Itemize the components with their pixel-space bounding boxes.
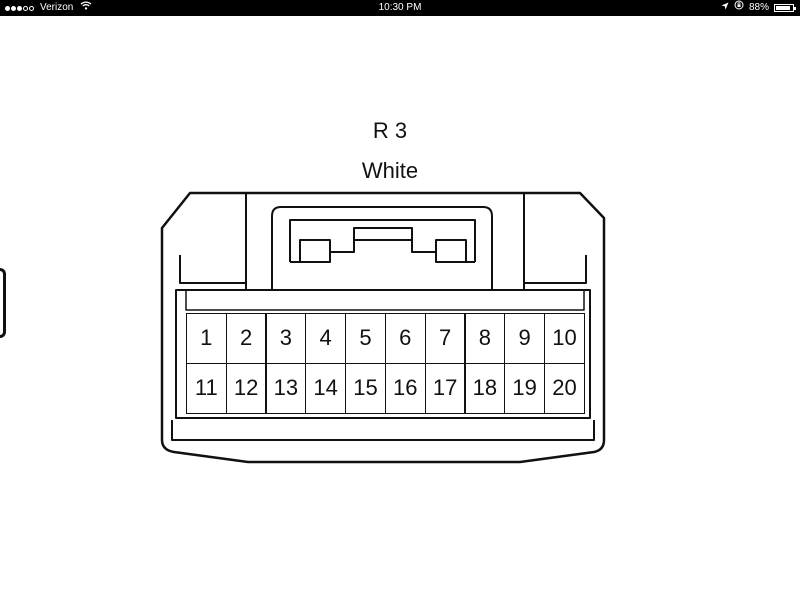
rotation-lock-icon xyxy=(734,0,744,16)
right-shoulder xyxy=(524,255,587,284)
left-shoulder xyxy=(179,255,246,284)
connector-diagram xyxy=(160,191,606,464)
latch-frame xyxy=(271,206,493,290)
pin-4: 4 xyxy=(305,313,346,364)
latch-bump-right xyxy=(435,239,467,262)
wifi-icon xyxy=(80,0,92,16)
battery-icon xyxy=(774,4,796,12)
connector-id: R 3 xyxy=(372,118,408,143)
signal-dot xyxy=(11,5,16,11)
pin-20: 20 xyxy=(544,363,585,414)
status-right: 88% xyxy=(721,0,796,16)
signal-strength-icon xyxy=(5,5,34,11)
pin-6: 6 xyxy=(384,313,426,364)
latch-center-tab xyxy=(353,227,413,240)
latch-inner xyxy=(289,219,476,262)
pin-7: 7 xyxy=(424,313,466,364)
housing-lower-lip xyxy=(171,420,595,441)
signal-dot xyxy=(29,5,34,11)
battery-level-fill xyxy=(776,6,791,10)
pin-8: 8 xyxy=(464,313,506,364)
latch-profile xyxy=(290,239,475,263)
pin-block-top xyxy=(185,290,585,311)
pin-18: 18 xyxy=(464,363,506,414)
signal-dot xyxy=(17,5,22,11)
pin-1: 1 xyxy=(186,313,227,364)
carrier-name: Verizon xyxy=(40,2,74,13)
latch-bump-left xyxy=(299,239,331,262)
pin-13: 13 xyxy=(265,363,307,414)
pin-2: 2 xyxy=(225,313,267,364)
pin-3: 3 xyxy=(265,313,307,364)
pin-14: 14 xyxy=(305,363,346,414)
pin-16: 16 xyxy=(384,363,426,414)
pin-9: 9 xyxy=(504,313,545,364)
location-arrow-icon xyxy=(721,0,729,16)
connector-housing xyxy=(160,191,606,464)
pin-12: 12 xyxy=(225,363,267,414)
connector-color: White xyxy=(361,158,419,183)
status-time: 10:30 PM xyxy=(378,2,422,13)
signal-dot xyxy=(23,5,28,11)
status-left: Verizon xyxy=(5,0,92,16)
pin-17: 17 xyxy=(424,363,466,414)
battery-percent: 88% xyxy=(748,2,769,13)
pin-10: 10 xyxy=(544,313,585,364)
pin-15: 15 xyxy=(345,363,386,414)
status-bar: Verizon 10:30 PM 88% xyxy=(0,0,800,16)
pin-5: 5 xyxy=(345,313,386,364)
side-tab-edge xyxy=(0,268,6,338)
pin-19: 19 xyxy=(504,363,545,414)
pin-11: 11 xyxy=(186,363,227,414)
housing-inner-frame xyxy=(175,289,591,419)
housing-outline xyxy=(160,191,606,464)
signal-dot xyxy=(5,5,10,11)
